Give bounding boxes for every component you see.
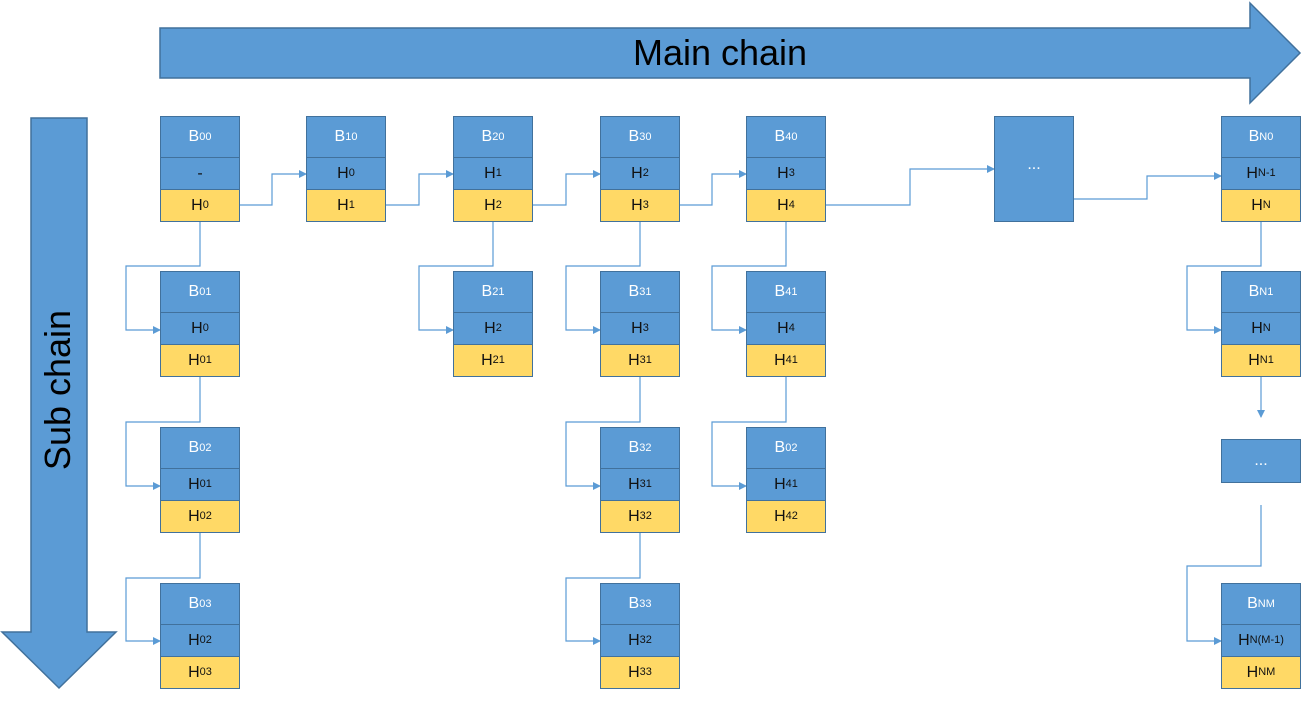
link-ellipsis-bn0 — [1074, 172, 1222, 200]
link-b02-b03 — [125, 532, 201, 645]
link-ellipsis-bnm — [1186, 505, 1262, 645]
link-b41-b42 — [711, 377, 787, 490]
main-chain-ellipsis: ... — [994, 116, 1074, 222]
sub-chain-arrow — [0, 117, 118, 690]
prev-hash: - — [160, 157, 240, 190]
link-b40-ellipsis — [826, 165, 995, 206]
link-b32-b33 — [565, 532, 641, 645]
link-b00-b01 — [125, 221, 201, 334]
main-chain-arrow — [159, 1, 1302, 105]
link-b20-b30 — [533, 170, 601, 206]
link-b31-b32 — [565, 377, 641, 490]
main-chain-label: Main chain — [632, 32, 808, 73]
link-b00-b10 — [240, 170, 307, 206]
link-bn0-bn1 — [1186, 221, 1262, 334]
link-b20-b21 — [418, 221, 494, 334]
link-b30-b31 — [565, 221, 641, 334]
link-b10-b20 — [386, 170, 454, 206]
link-b01-b02 — [125, 377, 201, 490]
sub-chain-label: Sub chain — [37, 309, 78, 471]
sub-chain-ellipsis: ... — [1221, 439, 1301, 483]
link-b40-b41 — [711, 221, 787, 334]
link-b30-b40 — [680, 170, 747, 206]
